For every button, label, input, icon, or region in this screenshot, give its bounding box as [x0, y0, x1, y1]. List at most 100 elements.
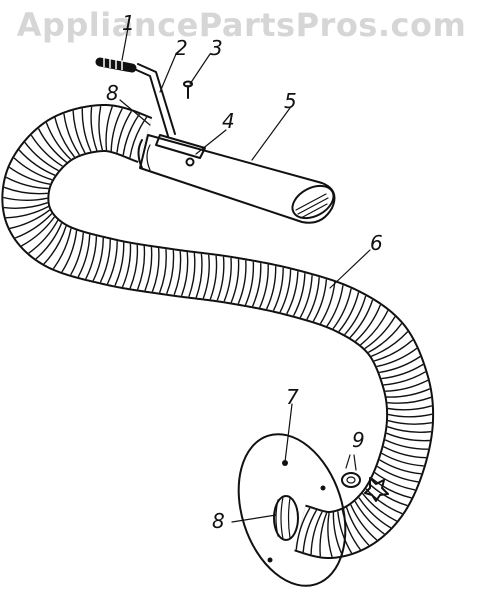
- hose-rib: [279, 269, 292, 313]
- hose-rib: [379, 459, 422, 475]
- hose-rib: [387, 396, 432, 404]
- hose-rib: [386, 432, 430, 442]
- hose-rib: [122, 113, 140, 156]
- hose-rib: [166, 250, 175, 295]
- hose-rib: [24, 141, 59, 172]
- hose-rib: [344, 295, 367, 336]
- hose-rib: [3, 196, 48, 202]
- hose-rib: [72, 110, 86, 154]
- hose-rib: [216, 256, 225, 301]
- callout-4: 4: [222, 109, 235, 133]
- hose-rib: [387, 405, 432, 411]
- hose-rib: [381, 452, 424, 467]
- hose-rib: [292, 273, 306, 317]
- callout-8-bottom: 8: [212, 509, 225, 533]
- hose-rib: [52, 228, 72, 270]
- hose-rib: [365, 488, 403, 515]
- nozzle-tube-part-5: [137, 134, 336, 224]
- hose-rib: [99, 239, 111, 283]
- hose-rib: [386, 388, 431, 398]
- hose-rib: [70, 232, 84, 276]
- callout-3: 3: [210, 36, 223, 60]
- hose-rib: [345, 507, 370, 546]
- callout-2: 2: [175, 36, 188, 60]
- hose-rib: [188, 252, 196, 297]
- hose-rib: [332, 288, 352, 330]
- hose-rib: [45, 122, 72, 160]
- hose-rib: [61, 230, 78, 273]
- callout-1: 1: [122, 11, 135, 35]
- hose-rib: [310, 511, 323, 555]
- hose-rib: [223, 257, 232, 302]
- hose-rib: [306, 277, 320, 320]
- hose-rib: [337, 511, 353, 554]
- hose-rib: [371, 477, 412, 499]
- hose-rib: [327, 512, 333, 558]
- hose-rib: [338, 292, 360, 332]
- hose-rib: [98, 105, 104, 151]
- handle-part-1-2: [95, 57, 176, 137]
- hose-rib: [9, 209, 51, 230]
- hose-rib: [286, 271, 299, 315]
- hose-rib: [360, 310, 389, 346]
- hose-rib: [354, 500, 385, 535]
- hose-rib: [387, 426, 432, 433]
- hose-rib: [259, 264, 269, 308]
- hose-rib: [383, 371, 426, 386]
- hose-rib: [114, 242, 125, 286]
- hose-rib: [350, 504, 378, 541]
- hose-rib: [81, 108, 92, 152]
- hose-rib: [21, 216, 56, 247]
- hose-rib: [37, 128, 68, 163]
- hose-rib: [180, 252, 189, 297]
- hose-rib: [106, 241, 118, 285]
- hose-rib: [319, 282, 336, 325]
- callout-8-top: 8: [106, 81, 119, 105]
- hose-rib: [368, 483, 408, 507]
- hose-rib: [312, 279, 328, 322]
- hose-rib: [384, 439, 429, 450]
- hose-rib: [110, 108, 123, 152]
- hose-rib: [195, 253, 203, 298]
- hose-rib: [35, 222, 63, 260]
- leader-lines: [119, 27, 371, 523]
- hose-rib: [77, 234, 91, 278]
- hose-rib: [3, 186, 48, 195]
- hose-rib: [374, 472, 416, 491]
- hose-rib: [385, 379, 429, 392]
- hose-rib: [295, 507, 311, 550]
- hose-rib: [18, 149, 56, 176]
- hose-rib: [13, 157, 53, 181]
- hose-rib: [85, 236, 98, 280]
- hose-rib: [376, 465, 419, 483]
- hose-rib: [387, 419, 433, 425]
- hose-rib: [237, 260, 247, 304]
- hose-rib: [355, 304, 382, 342]
- hose-rib: [265, 266, 277, 310]
- hose-rib: [244, 261, 255, 306]
- hose-rib: [376, 347, 418, 368]
- hose-rib: [364, 316, 396, 350]
- hose-rib: [373, 339, 414, 362]
- callout-9: 9: [352, 428, 365, 452]
- hose-rib: [136, 245, 146, 290]
- clamp-nuts-part-9: [341, 454, 389, 502]
- hose-rib: [381, 363, 424, 380]
- hose-rib: [54, 117, 76, 158]
- watermark: AppliancePartsPros.com: [16, 6, 467, 44]
- hose-rib: [326, 285, 344, 327]
- screw-part-3: [183, 80, 193, 99]
- hose-rib: [368, 323, 403, 354]
- hose-rib: [151, 248, 160, 292]
- hose-rib: [158, 249, 167, 293]
- hose-rib: [173, 251, 182, 296]
- hose-rib: [3, 202, 48, 209]
- hose-rib: [30, 134, 63, 167]
- callout-5: 5: [284, 89, 297, 113]
- hose-rib: [105, 106, 113, 151]
- hose-rib: [319, 512, 328, 557]
- hose-rib: [209, 255, 218, 300]
- hose-rib: [14, 213, 53, 239]
